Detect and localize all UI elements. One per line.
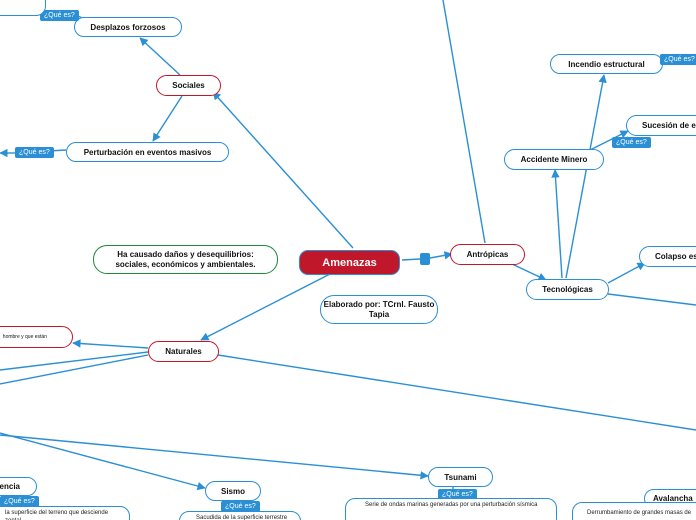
desc-hombre-text: hombre y que están [2, 334, 47, 340]
node-colapso[interactable]: Colapso es [639, 246, 696, 267]
node-sucesion[interactable]: Sucesión de e [626, 115, 696, 136]
desc-subsidencia[interactable]: la superficie del terreno que desciende … [0, 506, 130, 520]
node-tsunami[interactable]: Tsunami [428, 467, 493, 487]
node-sismo[interactable]: Sismo [205, 481, 261, 501]
info-elaborado[interactable]: Elaborado por: TCrnl. Fausto Tapia [320, 295, 438, 324]
node-subsidencia-label: encia [0, 482, 20, 491]
que-es-tag[interactable]: ¿Qué es? [0, 496, 39, 507]
node-tecnologicas[interactable]: Tecnológicas [526, 279, 609, 300]
root-node-amenazas[interactable]: Amenazas [299, 250, 400, 275]
desc-tsunami[interactable]: Serie de ondas marinas generadas por una… [345, 498, 557, 520]
info-danos[interactable]: Ha causado daños y desequilibrios: socia… [93, 245, 278, 274]
desc-hombre[interactable]: hombre y que están [0, 326, 73, 348]
node-accidente-minero[interactable]: Accidente Minero [504, 149, 604, 170]
que-es-tag[interactable]: ¿Qué es? [221, 501, 260, 512]
que-es-tag[interactable]: ¿Qué es? [15, 147, 54, 158]
node-sociales[interactable]: Sociales [156, 75, 221, 96]
que-es-tag[interactable]: ¿Qué es? [612, 137, 651, 148]
node-desplazos-forzosos[interactable]: Desplazos forzosos [74, 17, 182, 37]
que-es-tag[interactable]: ¿Qué es? [660, 54, 696, 65]
desc-avalancha[interactable]: Derrumbamiento de grandes masas de [572, 502, 696, 520]
que-es-tag[interactable]: ¿Qué es? [438, 489, 477, 500]
offscreen-node-top-left[interactable] [0, 0, 46, 16]
desc-sismo[interactable]: Sacudida de la superficie terrestre [179, 511, 301, 520]
node-incendio-estructural[interactable]: Incendio estructural [550, 54, 663, 74]
que-es-tag[interactable]: ¿Qué es? [40, 10, 79, 21]
node-antropicas[interactable]: Antrópicas [450, 244, 525, 265]
node-subsidencia[interactable]: encia [0, 477, 37, 496]
collapse-toggle[interactable] [420, 253, 430, 265]
node-perturbacion[interactable]: Perturbación en eventos masivos [66, 142, 229, 162]
node-naturales[interactable]: Naturales [148, 341, 219, 362]
